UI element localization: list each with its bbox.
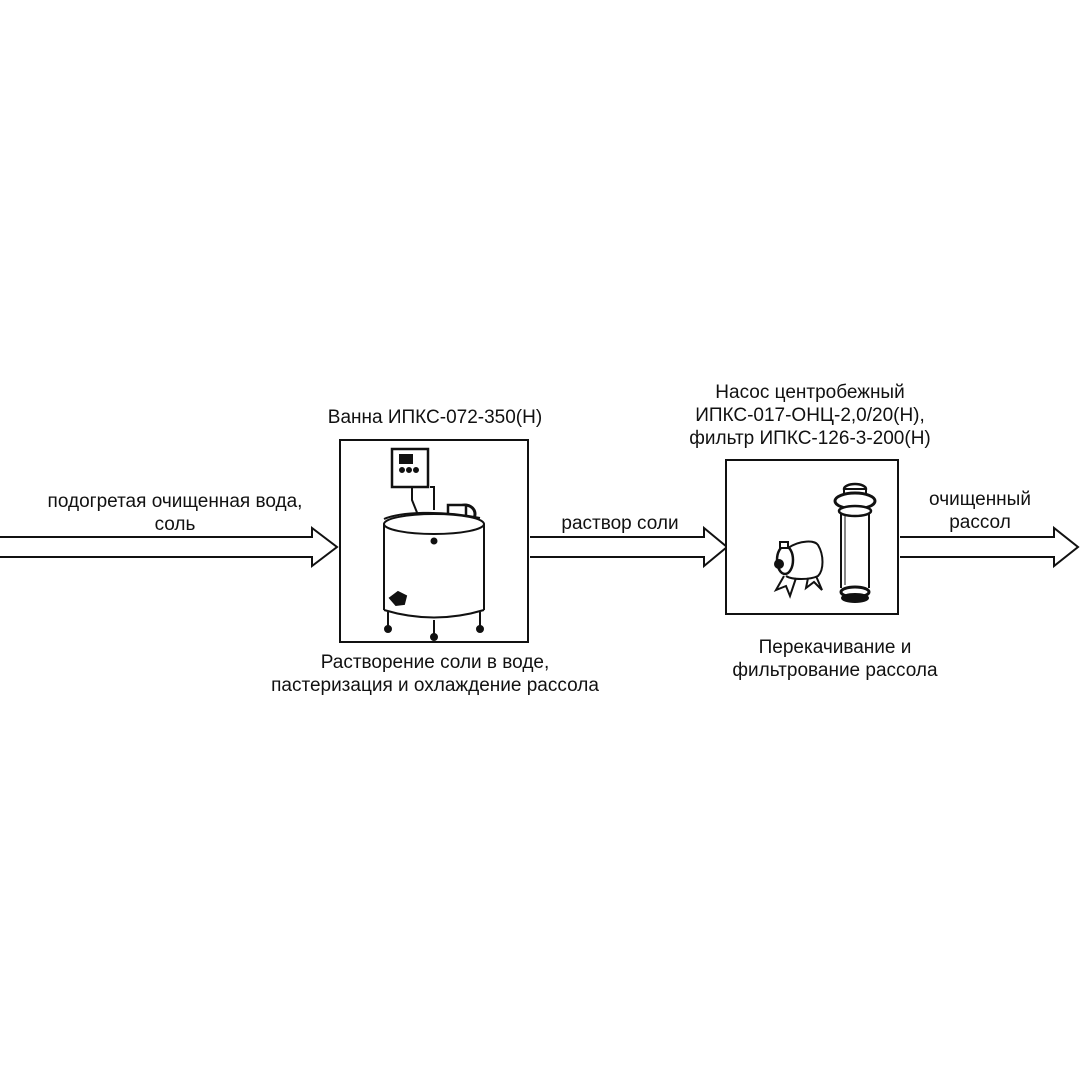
stage2-process-line1: Перекачивание и <box>758 637 912 658</box>
centrifugal-pump-icon <box>773 540 824 599</box>
stage1-process-line2: пастеризация и охлаждение рассола <box>271 675 599 696</box>
output-arrow <box>900 525 1080 569</box>
tank-with-mixer-icon <box>383 447 485 641</box>
stage2-box <box>725 459 899 615</box>
output-label: очищенный рассол <box>900 488 1060 534</box>
stage2-equipment-line2: ИПКС-017-ОНЦ-2,0/20(Н), <box>695 405 925 426</box>
output-label-line2: рассол <box>949 512 1011 533</box>
output-label-line1: очищенный <box>929 489 1031 510</box>
cartridge-filter-icon <box>833 482 877 603</box>
input-label-line2: соль <box>154 514 196 535</box>
link-label: раствор соли <box>561 513 679 534</box>
stage2-equipment-line3: фильтр ИПКС-126-3-200(Н) <box>689 428 931 449</box>
stage2-equipment-line1: Насос центробежный <box>715 382 905 403</box>
input-arrow <box>0 525 339 569</box>
stage1-equipment-title: Ванна ИПКС-072-350(Н) <box>327 407 543 428</box>
stage2-process-line2: фильтрование рассола <box>732 660 938 681</box>
stage2-process-description: Перекачивание и фильтрование рассола <box>680 636 990 682</box>
stage1-process-description: Растворение соли в воде, пастеризация и … <box>220 651 650 697</box>
input-label-line1: подогретая очищенная вода, <box>47 491 303 512</box>
stage1-process-line1: Растворение соли в воде, <box>320 652 550 673</box>
input-label: подогретая очищенная вода, соль <box>20 490 330 536</box>
stage2-equipment-title: Насос центробежный ИПКС-017-ОНЦ-2,0/20(Н… <box>660 381 960 450</box>
